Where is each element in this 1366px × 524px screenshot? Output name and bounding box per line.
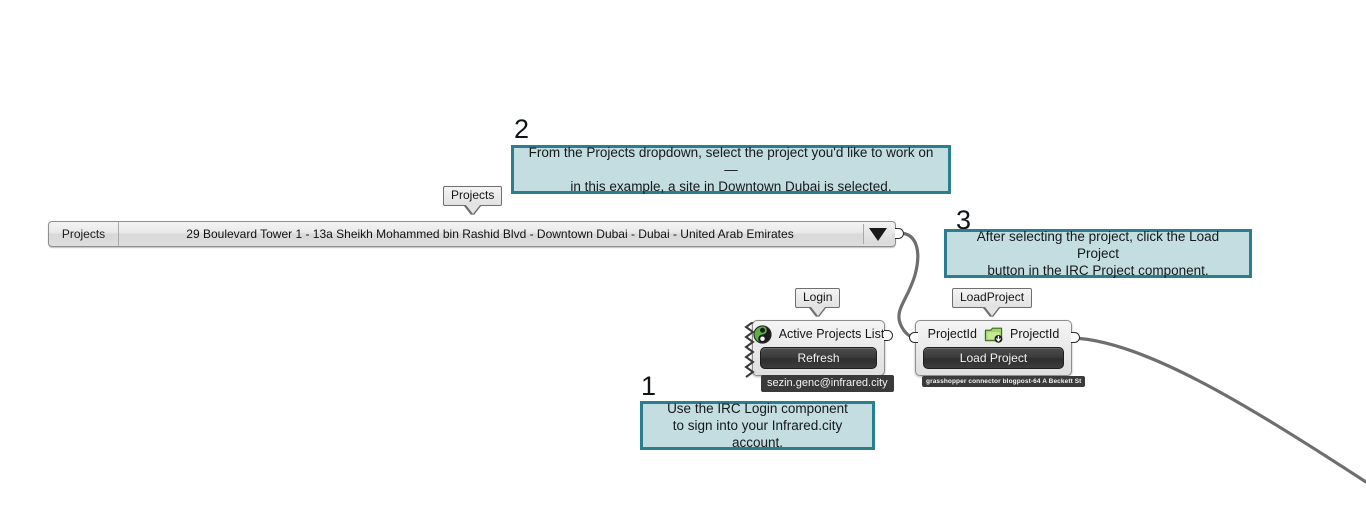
irc-load-project-component[interactable]: ProjectId ProjectId Load Project grassho…	[915, 320, 1086, 387]
tooltip-tail	[465, 205, 480, 214]
login-component-header: Active Projects List	[753, 321, 884, 347]
refresh-button[interactable]: Refresh	[760, 347, 877, 369]
cluster-zigzag-edge	[744, 322, 755, 378]
callout-3-line-1: After selecting the project, click the L…	[976, 229, 1220, 261]
callout-2-line-2: in this example, a site in Downtown Duba…	[570, 179, 892, 194]
callout-3-text: After selecting the project, click the L…	[957, 228, 1239, 279]
loadproject-output-label: ProjectId	[1010, 327, 1060, 341]
callout-3-box: After selecting the project, click the L…	[944, 229, 1252, 278]
callout-2-number: 2	[514, 114, 530, 144]
login-output-label: Active Projects List	[778, 327, 885, 341]
login-account-label: sezin.genc@infrared.city	[761, 375, 894, 392]
login-nickname-tooltip: Login	[795, 288, 841, 316]
login-nickname-label: Login	[803, 290, 833, 304]
projects-dropdown-output-port[interactable]	[895, 228, 904, 239]
callout-3-line-2: button in the IRC Project component.	[987, 263, 1209, 278]
loadproject-output-port[interactable]	[1071, 332, 1080, 343]
loadproject-component-header: ProjectId ProjectId	[916, 321, 1071, 347]
chevron-down-icon	[869, 227, 887, 241]
load-project-button[interactable]: Load Project	[923, 347, 1064, 369]
callout-2-text: From the Projects dropdown, select the p…	[524, 144, 938, 195]
loadproject-nickname-tooltip: LoadProject	[952, 288, 1033, 316]
callout-1-line-2: to sign into your Infrared.city account.	[672, 418, 843, 450]
irc-login-icon	[753, 324, 772, 344]
login-output-port[interactable]	[884, 330, 893, 341]
tooltip-tail	[810, 307, 825, 316]
loadproject-input-label: ProjectId	[927, 327, 977, 341]
callout-2-box: From the Projects dropdown, select the p…	[511, 145, 951, 194]
callout-2-line-1: From the Projects dropdown, select the p…	[528, 145, 934, 177]
projects-dropdown-toggle[interactable]	[863, 224, 892, 244]
irc-load-project-icon	[984, 327, 1003, 343]
projects-nickname-tooltip: Projects	[443, 186, 503, 214]
loadproject-nickname-label: LoadProject	[960, 290, 1025, 304]
projects-dropdown[interactable]: Projects 29 Boulevard Tower 1 - 13a Shei…	[48, 221, 896, 247]
tooltip-tail	[985, 307, 1000, 316]
callout-1-text: Use the IRC Login component to sign into…	[653, 400, 862, 451]
loadproject-footer-label: grasshopper connector blogpost-64 A Beck…	[922, 376, 1086, 387]
callout-1-line-1: Use the IRC Login component	[667, 401, 848, 416]
callout-1-box: Use the IRC Login component to sign into…	[640, 401, 875, 450]
loadproject-input-port[interactable]	[909, 332, 918, 343]
irc-login-component[interactable]: Active Projects List Refresh sezin.genc@…	[744, 320, 894, 392]
callout-3-number: 3	[956, 205, 972, 235]
projects-dropdown-name: Projects	[49, 222, 119, 246]
projects-dropdown-value[interactable]: 29 Boulevard Tower 1 - 13a Sheikh Mohamm…	[186, 227, 794, 241]
callout-1-number: 1	[641, 371, 657, 401]
projects-nickname-label: Projects	[451, 188, 495, 202]
wire-loadproject-out	[1070, 336, 1366, 484]
